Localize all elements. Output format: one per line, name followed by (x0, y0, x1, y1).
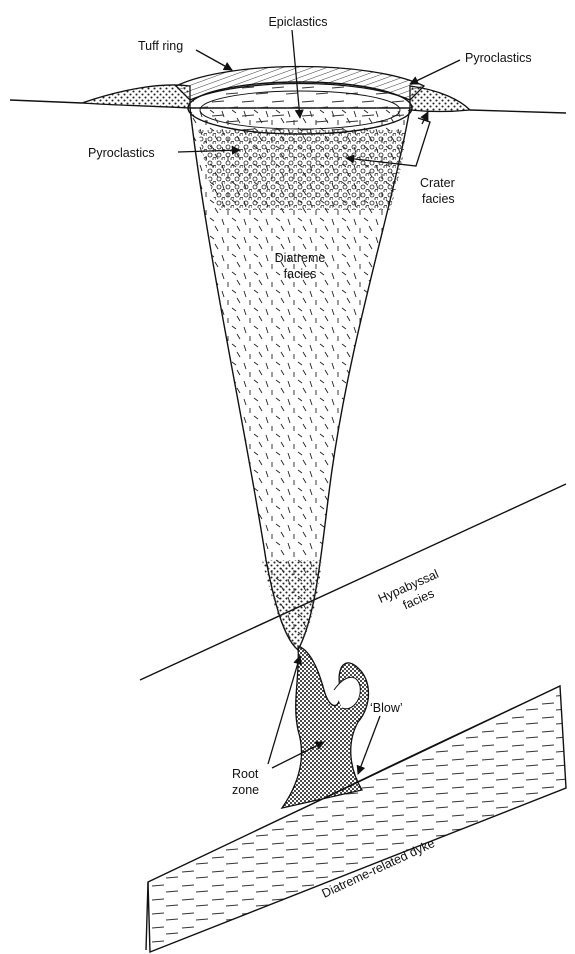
blow-arrow (358, 716, 380, 774)
crater-rim (188, 82, 412, 134)
label-pyroclastics-top: Pyroclastics (465, 51, 532, 65)
hypabyssal-boundary-line (140, 484, 566, 680)
root-zone-body (282, 646, 369, 808)
crater-facies-arrow-2 (422, 112, 428, 124)
label-crater-facies-2: facies (422, 192, 455, 206)
label-pyroclastics-left: Pyroclastics (88, 146, 155, 160)
tuff-ring-arrow (196, 50, 232, 70)
label-diatreme-facies-2: facies (284, 267, 317, 281)
pyroclastics-top-arrow (410, 60, 460, 84)
label-epiclastics: Epiclastics (268, 15, 327, 29)
label-crater-facies-1: Crater (420, 176, 455, 190)
label-blow: ‘Blow’ (370, 701, 403, 715)
label-tuff-ring: Tuff ring (138, 39, 183, 53)
label-diatreme-facies-1: Diatreme (275, 251, 326, 265)
label-root-zone-1: Root (232, 767, 259, 781)
label-root-zone-2: zone (232, 783, 259, 797)
diatreme-pipe (190, 108, 410, 650)
